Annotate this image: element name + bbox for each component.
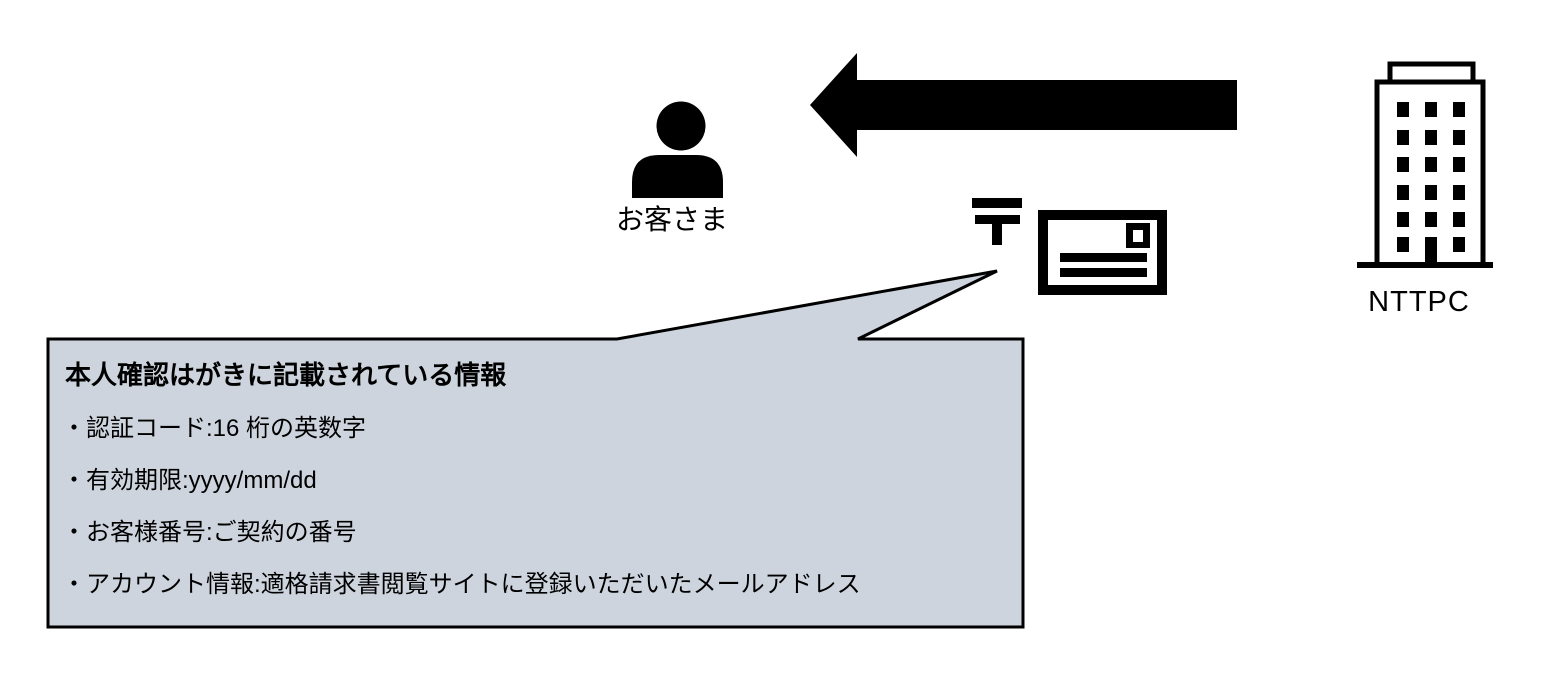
postcard-icon [1038, 210, 1167, 295]
callout-title: 本人確認はがきに記載されている情報 [65, 360, 507, 390]
callout-item-list: ・認証コード:16 桁の英数字 ・有効期限:yyyy/mm/dd ・お客様番号:… [62, 414, 861, 599]
callout-bubble [46, 269, 1025, 629]
callout-item-account-info: ・アカウント情報:適格請求書閲覧サイトに登録いただいたメールアドレス [62, 571, 861, 598]
callout-item-auth-code: ・認証コード:16 桁の英数字 [62, 415, 367, 442]
callout-item-expiry: ・有効期限:yyyy/mm/dd [62, 467, 317, 494]
postal-mark-icon [972, 198, 1022, 245]
callout-item-customer-number: ・お客様番号:ご契約の番号 [62, 519, 357, 546]
customer-label: お客さま [615, 204, 728, 235]
building-icon [1357, 61, 1493, 268]
company-label: NTTPC [1368, 286, 1470, 318]
person-icon [632, 101, 723, 198]
building-door [1425, 237, 1437, 264]
building-windows [1397, 102, 1465, 252]
left-arrow-icon [810, 53, 1237, 157]
